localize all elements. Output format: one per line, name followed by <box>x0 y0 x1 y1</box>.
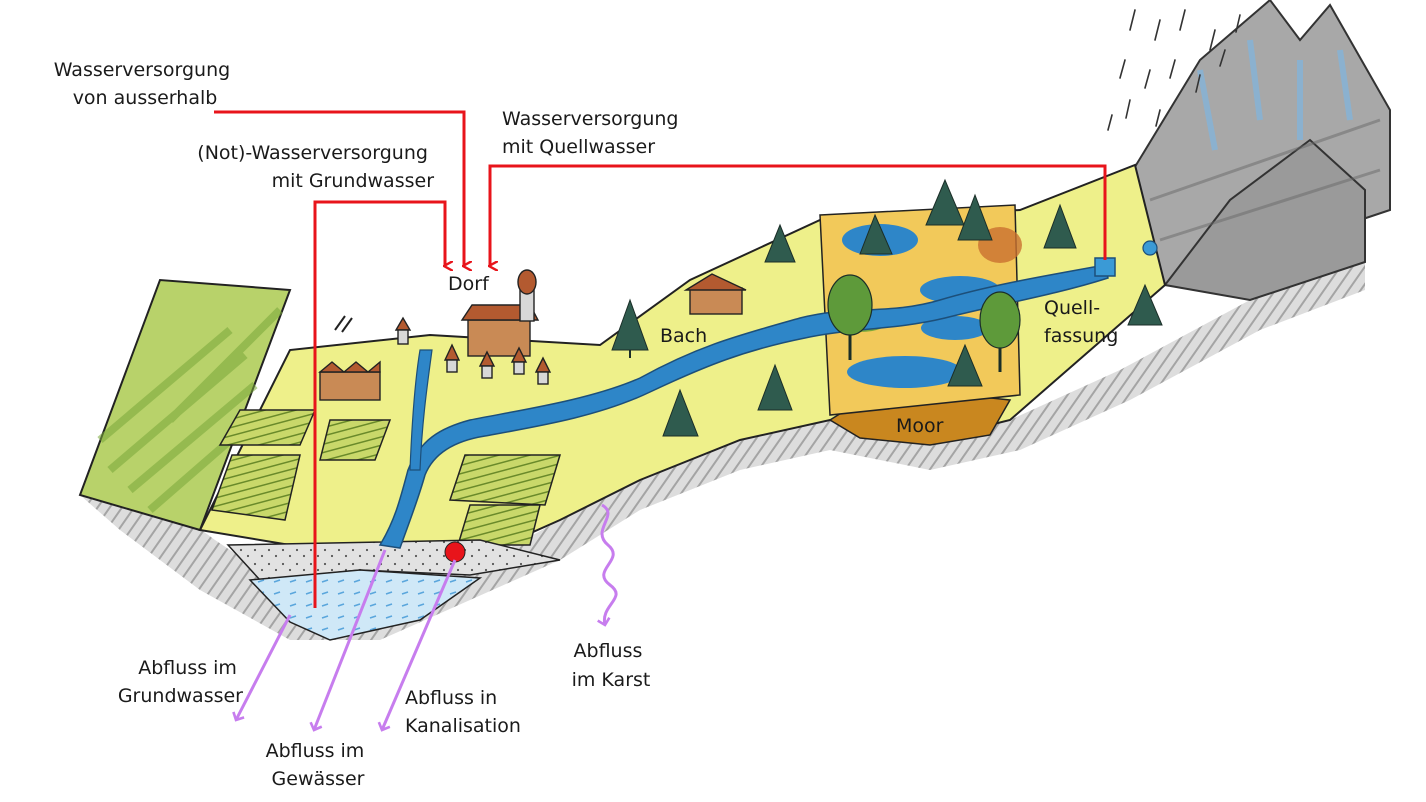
spring-supply-line <box>490 164 1107 266</box>
deciduous-trees <box>827 274 1021 372</box>
label-outflow-karst: Abfluss im Karst <box>572 640 651 691</box>
outflow-groundwater-arrow <box>232 614 292 722</box>
outflow-sewer-arrow <box>377 559 457 732</box>
spring-source <box>1142 240 1158 256</box>
label-spring-capture: Quell- fassung <box>1044 297 1118 347</box>
rain-strokes <box>1107 9 1241 131</box>
label-outflow-surface: Abfluss im Gewässer <box>266 740 371 790</box>
supply-lines <box>214 110 1107 608</box>
label-outflow-sewer: Abfluss in Kanalisation <box>405 687 521 737</box>
mountains <box>1128 0 1391 302</box>
external-supply-line <box>214 110 464 266</box>
outflow-surface-arrow <box>309 549 387 732</box>
forest-texture <box>97 307 283 514</box>
village-buildings <box>318 269 747 401</box>
sewer-point <box>444 541 466 563</box>
label-supply-groundwater: (Not)-Wasserversorgung mit Grundwasser <box>197 142 434 192</box>
outflow-arrows <box>232 503 618 732</box>
label-stream: Bach <box>660 325 707 347</box>
labels: Wasserversorgung von ausserhalb (Not)-Wa… <box>54 59 1119 790</box>
village-stream <box>409 349 433 471</box>
groundwater-supply-line <box>313 200 445 608</box>
conifer-trees <box>611 178 1163 437</box>
label-supply-spring: Wasserversorgung mit Quellwasser <box>502 108 685 158</box>
groundwater-body <box>248 569 483 641</box>
bedrock <box>80 262 1365 640</box>
stream-channel <box>378 264 1109 549</box>
label-outflow-groundwater: Abfluss im Grundwasser <box>118 657 243 707</box>
outflow-karst-arrow <box>597 503 618 627</box>
spring-capture-box <box>1094 257 1116 277</box>
label-moor: Moor <box>896 415 944 437</box>
label-supply-external: Wasserversorgung von ausserhalb <box>54 59 237 109</box>
label-village: Dorf <box>448 273 490 295</box>
